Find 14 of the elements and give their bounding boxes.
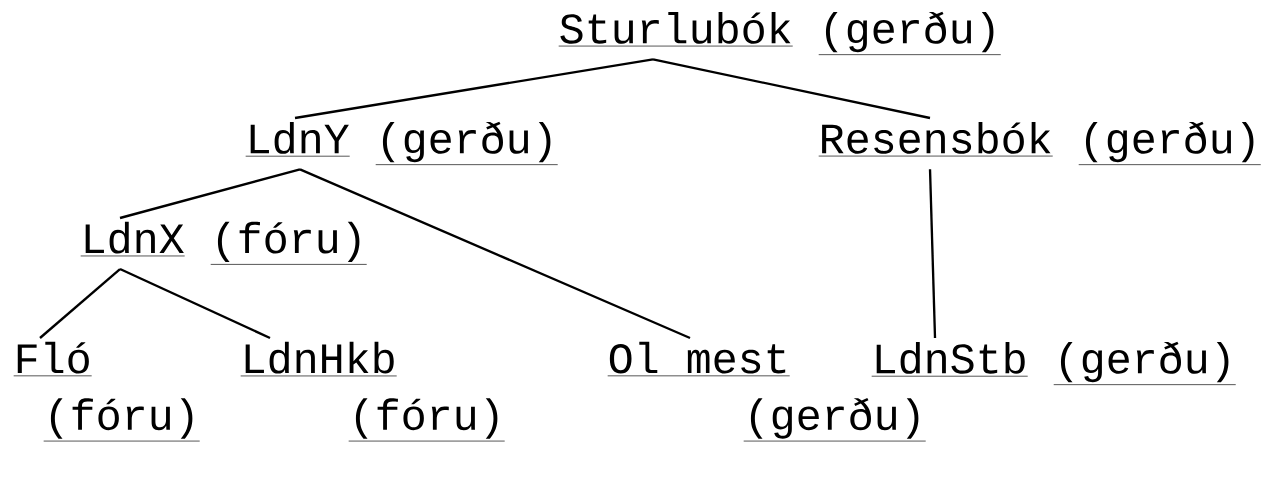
manuscript-label: Resensbók (gerðu) — [818, 121, 1262, 165]
tree-line — [299, 168, 691, 340]
manuscript-label: LdnHkb (fóru) — [240, 341, 506, 442]
tree-line — [294, 58, 654, 120]
tree-line — [928, 169, 937, 339]
manuscript-label: LdnStb (gerðu) — [871, 341, 1237, 385]
manuscript-label: LdnX (fóru) — [80, 221, 368, 265]
manuscript-label: Sturlubók (gerðu) — [558, 11, 1002, 55]
tree-line — [39, 268, 121, 339]
tree-line — [652, 58, 931, 120]
manuscript-label: Fló (fóru) — [13, 341, 201, 442]
tree-line — [119, 168, 301, 220]
tree-line — [119, 268, 271, 340]
manuscript-label: LdnY (gerðu) — [245, 121, 559, 165]
